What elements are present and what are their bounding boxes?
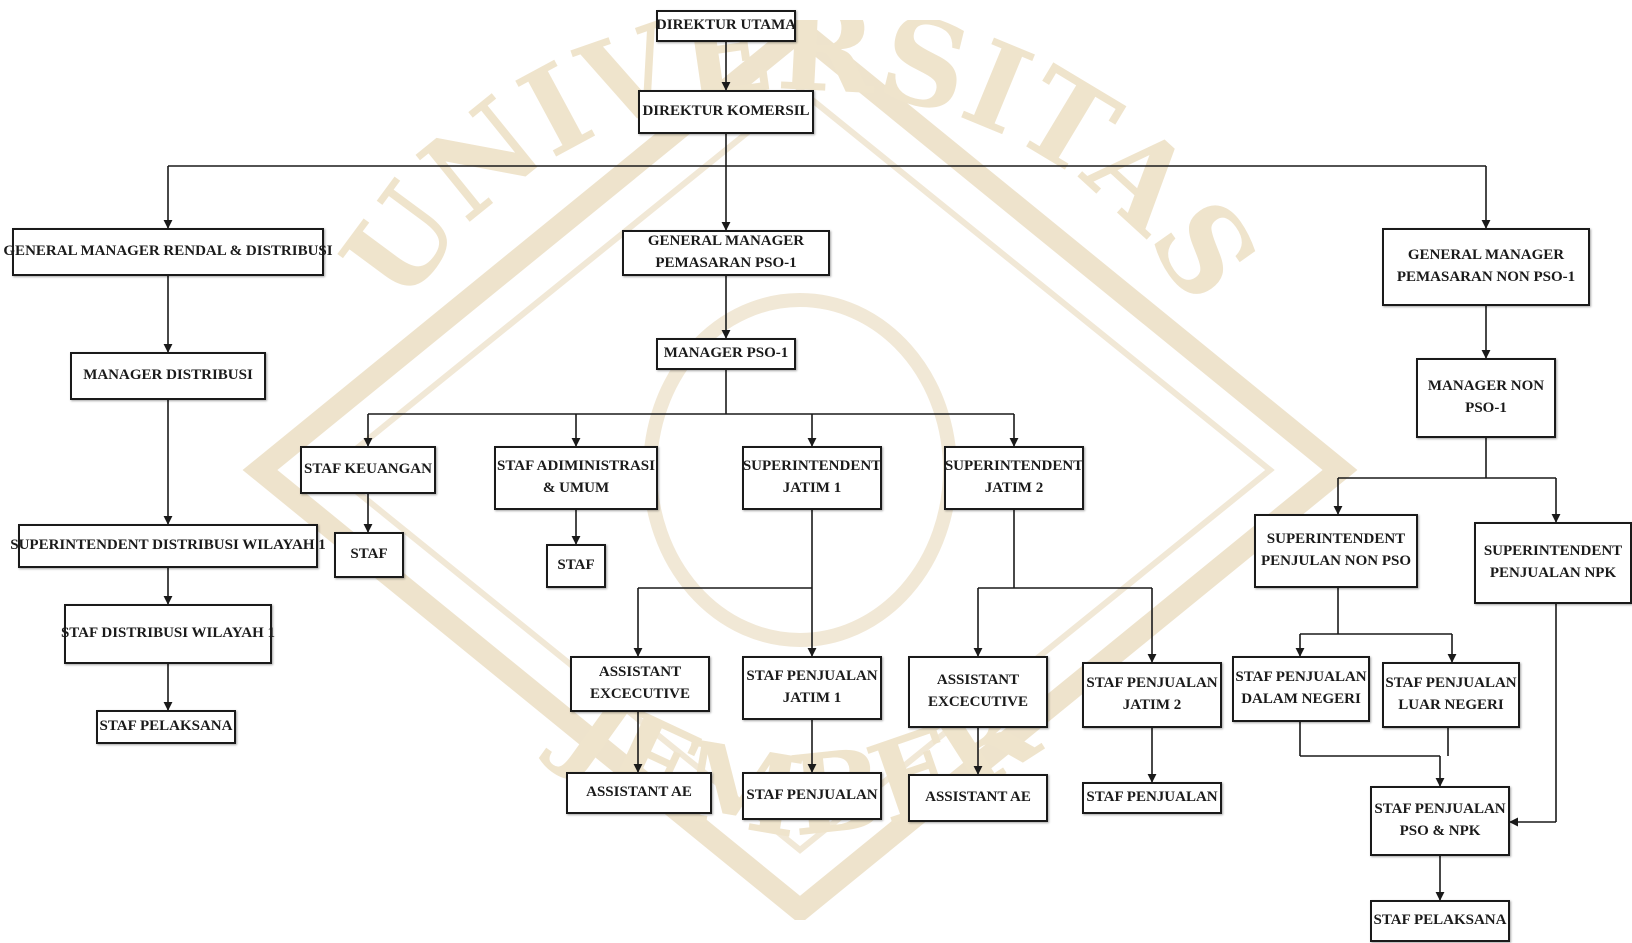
sup-jatim1-line-2: JATIM 1: [782, 480, 842, 496]
staf-penjualan-luar-negeri-box: STAF PENJUALAN LUAR NEGERI: [1382, 662, 1520, 728]
staf-dalam-negeri-line-2: DALAM NEGERI: [1241, 691, 1361, 707]
staf-administrasi-staf-box: STAF: [546, 544, 606, 588]
asst-exec-1-line-2: EXCECUTIVE: [589, 686, 691, 702]
staf-adm-line-2: & UMUM: [542, 480, 610, 496]
staf-luar-negeri-line-1: STAF PENJUALAN: [1385, 675, 1517, 692]
staf-pelaksana-right-box: STAF PELAKSANA: [1370, 900, 1510, 942]
superintendent-npk-box: SUPERINTENDENT PENJUALAN NPK: [1474, 522, 1632, 604]
staf-penjualan-jatim2-box: STAF PENJUALAN JATIM 2: [1082, 662, 1222, 728]
direktur-komersil-label: DIREKTUR KOMERSIL: [642, 103, 810, 120]
sup-npk-line-2: PENJUALAN NPK: [1489, 565, 1617, 581]
mgr-non-pso1-line-2: PSO-1: [1465, 400, 1507, 416]
manager-distribusi-label: MANAGER DISTRIBUSI: [83, 367, 253, 384]
superintendent-non-pso-box: SUPERINTENDENT PENJULAN NON PSO: [1254, 514, 1418, 588]
gm-non-pso1-line-1: GENERAL MANAGER: [1407, 247, 1565, 264]
superintendent-distribusi-label: SUPERINTENDENT DISTRIBUSI WILAYAH 1: [10, 537, 326, 554]
staf-dalam-negeri-line-1: STAF PENJUALAN: [1235, 669, 1367, 686]
staf-pj-jatim1-line-2: JATIM 1: [782, 690, 842, 706]
staf-penjualan-dalam-negeri-box: STAF PENJUALAN DALAM NEGERI: [1232, 656, 1370, 722]
superintendent-distribusi-box: SUPERINTENDENT DISTRIBUSI WILAYAH 1: [10, 524, 326, 568]
gm-pso1-line-2: PEMASARAN PSO-1: [655, 255, 797, 271]
staf-pso-npk-line-2: PSO & NPK: [1399, 823, 1481, 839]
gm-pso1-line-1: GENERAL MANAGER: [647, 233, 805, 250]
asst-ae-2-label: ASSISTANT AE: [925, 789, 1031, 806]
manager-non-pso1-box: MANAGER NON PSO-1: [1416, 358, 1556, 438]
staf-keuangan-staf-label: STAF: [350, 546, 388, 563]
staf-pj-jatim2-line-2: JATIM 2: [1122, 697, 1182, 713]
gm-pemasaran-non-pso1-box: GENERAL MANAGER PEMASARAN NON PSO-1: [1382, 228, 1590, 306]
direktur-utama-label: DIREKTUR UTAMA: [655, 17, 797, 34]
gm-pemasaran-pso1-box: GENERAL MANAGER PEMASARAN PSO-1: [622, 230, 830, 276]
superintendent-jatim2-box: SUPERINTENDENT JATIM 2: [944, 446, 1084, 510]
sup-jatim1-line-1: SUPERINTENDENT: [742, 458, 882, 475]
asst-exec-1-line-1: ASSISTANT: [598, 664, 682, 681]
asst-exec-2-line-2: EXCECUTIVE: [927, 694, 1029, 710]
asst-ae-1-label: ASSISTANT AE: [586, 784, 692, 801]
staf-penjualan-pso-npk-box: STAF PENJUALAN PSO & NPK: [1370, 786, 1510, 856]
sup-npk-line-1: SUPERINTENDENT: [1483, 543, 1623, 560]
staf-administrasi-box: STAF ADIMINISTRASI & UMUM: [494, 446, 658, 510]
manager-pso1-label: MANAGER PSO-1: [663, 345, 789, 362]
staf-pelaksana-left-box: STAF PELAKSANA: [96, 710, 236, 744]
gm-rendal-distribusi-label: GENERAL MANAGER RENDAL & DISTRIBUSI: [3, 243, 333, 260]
manager-pso1-box: MANAGER PSO-1: [656, 338, 796, 370]
staf-pso-npk-line-1: STAF PENJUALAN: [1374, 801, 1506, 818]
staf-adm-staf-label: STAF: [557, 557, 595, 574]
gm-rendal-distribusi-box: GENERAL MANAGER RENDAL & DISTRIBUSI: [3, 228, 333, 276]
staf-adm-line-1: STAF ADIMINISTRASI: [497, 458, 655, 475]
staf-penjualan-1-label: STAF PENJUALAN: [746, 787, 878, 804]
staf-keuangan-staf-box: STAF: [334, 532, 404, 578]
sup-non-pso-line-1: SUPERINTENDENT: [1266, 531, 1406, 548]
staf-distribusi-label: STAF DISTRIBUSI WILAYAH 1: [60, 625, 276, 642]
staf-keuangan-label: STAF KEUANGAN: [304, 461, 432, 478]
staf-luar-negeri-line-2: LUAR NEGERI: [1398, 697, 1504, 713]
staf-penjualan-2-box: STAF PENJUALAN: [1082, 782, 1222, 814]
staf-pj-jatim1-line-1: STAF PENJUALAN: [746, 668, 878, 685]
staf-penjualan-2-label: STAF PENJUALAN: [1086, 789, 1218, 806]
mgr-non-pso1-line-1: MANAGER NON: [1427, 378, 1545, 395]
assistant-executive-1-box: ASSISTANT EXCECUTIVE: [570, 656, 710, 712]
staf-pelaksana-right-label: STAF PELAKSANA: [1373, 912, 1507, 929]
direktur-komersil-box: DIREKTUR KOMERSIL: [638, 90, 814, 134]
svg-text:UNIVERSITAS: UNIVERSITAS: [315, 20, 1286, 325]
staf-keuangan-box: STAF KEUANGAN: [300, 446, 436, 494]
staf-penjualan-1-box: STAF PENJUALAN: [742, 772, 882, 820]
sup-jatim2-line-2: JATIM 2: [984, 480, 1044, 496]
sup-non-pso-line-2: PENJULAN NON PSO: [1260, 553, 1411, 569]
superintendent-jatim1-box: SUPERINTENDENT JATIM 1: [742, 446, 882, 510]
staf-pj-jatim2-line-1: STAF PENJUALAN: [1086, 675, 1218, 692]
assistant-executive-2-box: ASSISTANT EXCECUTIVE: [908, 656, 1048, 728]
assistant-ae-2-box: ASSISTANT AE: [908, 774, 1048, 822]
sup-jatim2-line-1: SUPERINTENDENT: [944, 458, 1084, 475]
asst-exec-2-line-1: ASSISTANT: [936, 672, 1020, 689]
staf-distribusi-box: STAF DISTRIBUSI WILAYAH 1: [60, 604, 276, 664]
gm-non-pso1-line-2: PEMASARAN NON PSO-1: [1396, 269, 1576, 285]
staf-pelaksana-left-label: STAF PELAKSANA: [99, 718, 233, 735]
assistant-ae-1-box: ASSISTANT AE: [566, 772, 712, 814]
direktur-utama-box: DIREKTUR UTAMA: [656, 10, 796, 42]
staf-penjualan-jatim1-box: STAF PENJUALAN JATIM 1: [742, 656, 882, 720]
manager-distribusi-box: MANAGER DISTRIBUSI: [70, 352, 266, 400]
